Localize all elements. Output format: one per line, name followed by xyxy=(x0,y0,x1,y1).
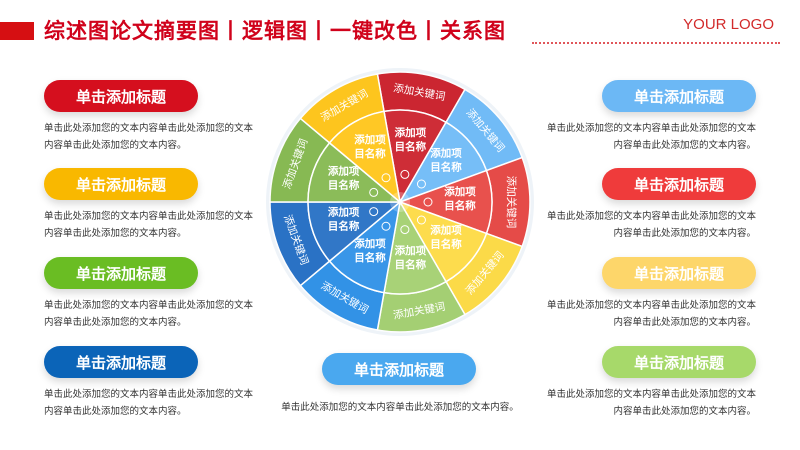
page-title: 综述图论文摘要图丨逻辑图丨一键改色丨关系图 xyxy=(44,15,506,47)
right-card-title-4[interactable]: 单击添加标题 xyxy=(602,346,756,378)
right-card-text-2: 单击此处添加您的文本内容单击此处添加您的文本内容单击此处添加您的文本内容。 xyxy=(546,208,756,242)
logo: YOUR LOGO xyxy=(683,16,774,33)
bottom-card-text: 单击此处添加您的文本内容单击此处添加您的文本内容。 xyxy=(265,399,535,416)
left-card-text-2: 单击此处添加您的文本内容单击此处添加您的文本内容单击此处添加您的文本内容。 xyxy=(44,208,254,242)
left-card-text-1: 单击此处添加您的文本内容单击此处添加您的文本内容单击此处添加您的文本内容。 xyxy=(44,120,254,154)
right-card-title-3[interactable]: 单击添加标题 xyxy=(602,257,756,289)
left-card-title-1[interactable]: 单击添加标题 xyxy=(44,80,198,112)
title-accent-bar xyxy=(0,22,34,40)
left-card-text-3: 单击此处添加您的文本内容单击此处添加您的文本内容单击此处添加您的文本内容。 xyxy=(44,297,254,331)
left-card-title-3[interactable]: 单击添加标题 xyxy=(44,257,198,289)
wheel-hub xyxy=(390,192,410,212)
right-card-text-1: 单击此处添加您的文本内容单击此处添加您的文本内容单击此处添加您的文本内容。 xyxy=(546,120,756,154)
title-divider xyxy=(532,42,780,44)
right-card-text-4: 单击此处添加您的文本内容单击此处添加您的文本内容单击此处添加您的文本内容。 xyxy=(546,386,756,420)
left-card-text-4: 单击此处添加您的文本内容单击此处添加您的文本内容单击此处添加您的文本内容。 xyxy=(44,386,254,420)
right-card-text-3: 单击此处添加您的文本内容单击此处添加您的文本内容单击此处添加您的文本内容。 xyxy=(546,297,756,331)
bottom-card-title[interactable]: 单击添加标题 xyxy=(322,353,476,385)
keyword-label-3: 添加关键词 xyxy=(505,176,518,229)
right-card-title-1[interactable]: 单击添加标题 xyxy=(602,80,756,112)
right-card-title-2[interactable]: 单击添加标题 xyxy=(602,168,756,200)
relationship-wheel: 添加关键词添加关键词添加关键词添加关键词添加关键词添加关键词添加关键词添加关键词… xyxy=(260,62,540,342)
left-card-title-2[interactable]: 单击添加标题 xyxy=(44,168,198,200)
left-card-title-4[interactable]: 单击添加标题 xyxy=(44,346,198,378)
